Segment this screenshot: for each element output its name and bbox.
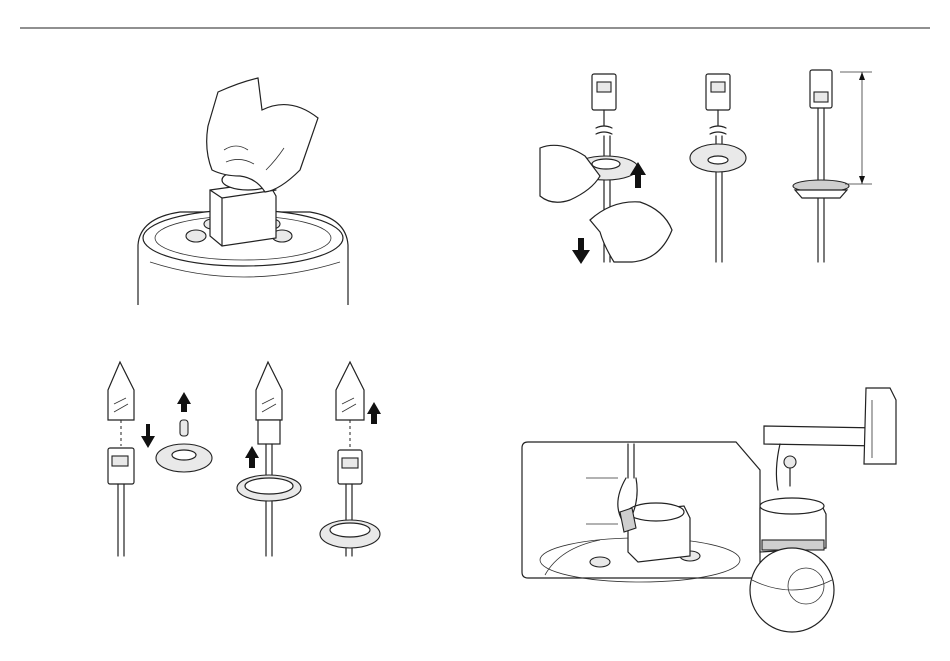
arrow-up-icon: [367, 402, 381, 424]
figure-grommet-pull: [540, 70, 872, 264]
arrow-down-icon: [141, 424, 155, 448]
arrow-down-icon: [572, 238, 590, 264]
arrow-up-icon: [177, 392, 191, 412]
figure-hand-cap: [138, 78, 348, 305]
arrow-up-icon: [245, 446, 259, 468]
figure-safety-wire: [522, 388, 896, 632]
cable-column-c: [793, 70, 872, 262]
cable-column-a: [540, 74, 672, 264]
figure-connector-boot: [108, 362, 381, 556]
cable-column-b: [690, 74, 746, 262]
